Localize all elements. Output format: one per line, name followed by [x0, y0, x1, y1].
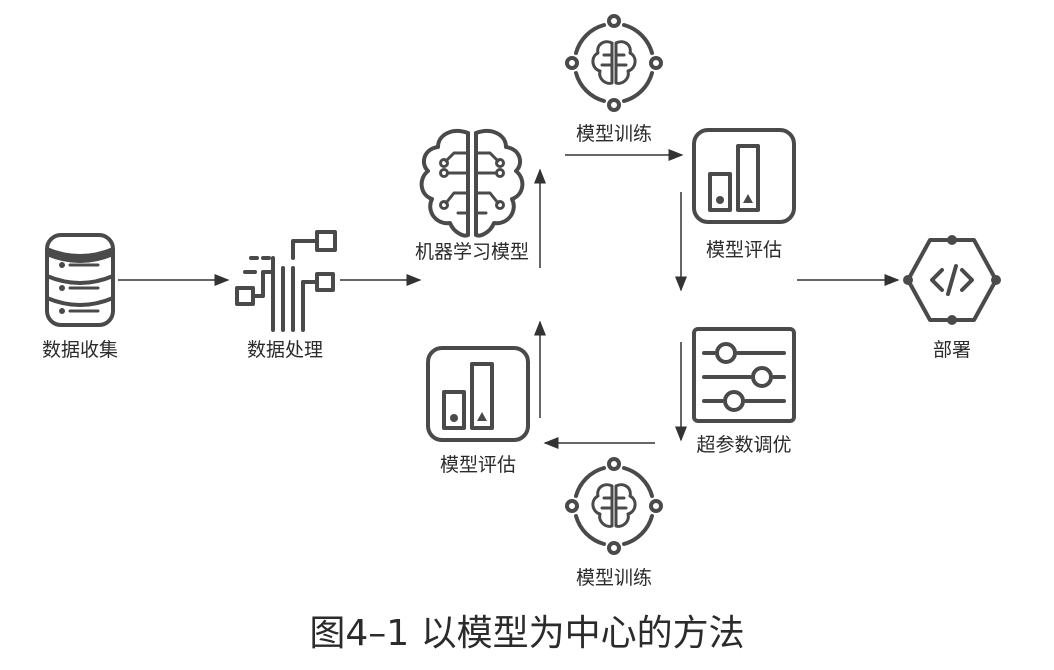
diagram-canvas: [45, 14, 1001, 555]
circuit-connector-icon: [235, 230, 337, 332]
label-model-eval-left: 模型评估: [439, 454, 517, 476]
label-hyperparam-tuning: 超参数调优: [696, 434, 792, 456]
label-model-training-bottom: 模型训练: [575, 567, 653, 589]
bar-chart-icon: [692, 128, 796, 224]
label-deploy: 部署: [932, 339, 972, 361]
figure-caption: 图4–1 以模型为中心的方法: [309, 613, 745, 654]
label-ml-model: 机器学习模型: [414, 241, 530, 263]
label-model-training-top: 模型训练: [575, 123, 653, 145]
label-data-processing: 数据处理: [246, 339, 324, 361]
brain-cycle-icon: [565, 14, 663, 112]
brain-circuit-icon: [419, 128, 525, 238]
code-hexagon-icon: [903, 235, 1001, 325]
bar-chart-icon: [426, 346, 530, 442]
brain-cycle-icon: [565, 457, 663, 555]
database-icon: [45, 233, 115, 327]
sliders-icon: [692, 327, 796, 423]
label-data-collection: 数据收集: [41, 339, 119, 361]
label-model-eval-right: 模型评估: [705, 239, 783, 261]
